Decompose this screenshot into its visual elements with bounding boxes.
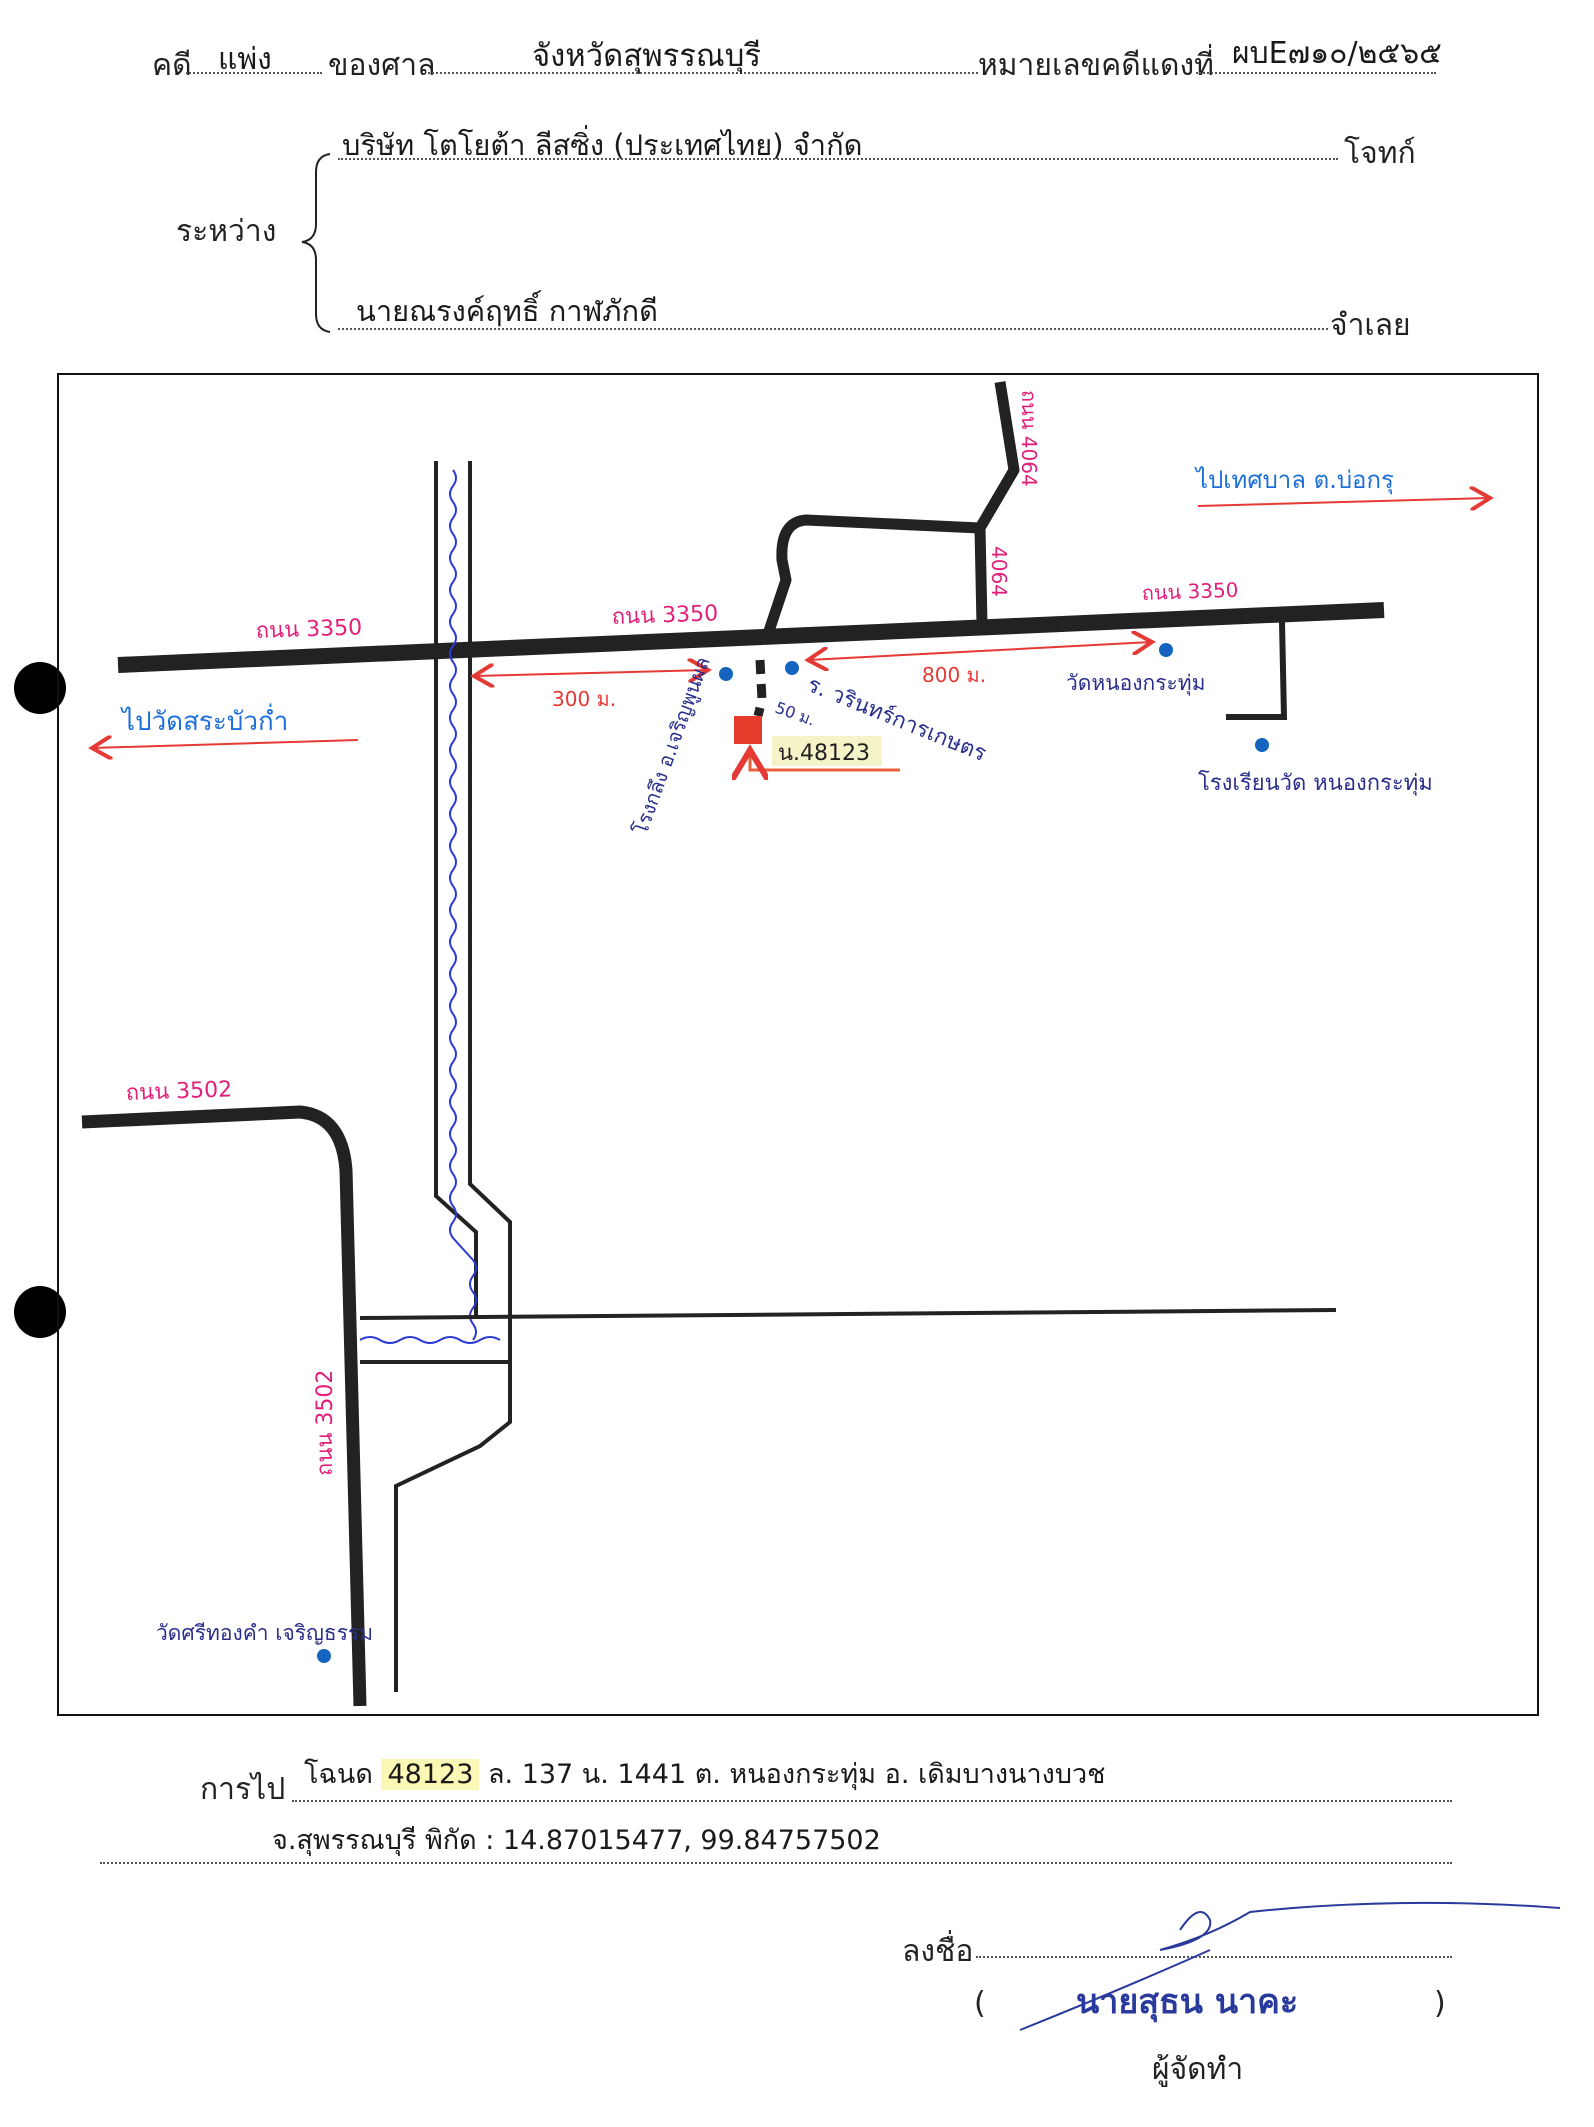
road-3350-center-label: ถนน 3350 <box>611 601 718 630</box>
road-3502-top-label: ถนน 3502 <box>125 1077 232 1106</box>
directions-line-2: จ.สุพรรณบุรี พิกัด : 14.87015477, 99.847… <box>272 1825 881 1856</box>
directions-label: การไป <box>200 1772 286 1807</box>
canal-west-lower <box>392 1360 476 1460</box>
court-name: จังหวัดสุพรรณบุรี <box>532 38 762 74</box>
road-3502 <box>81 1105 367 1707</box>
to-municipality-arrow <box>1197 498 1490 506</box>
crossing-road <box>359 1308 1337 1320</box>
between-label: ระหว่าง <box>176 214 277 249</box>
deed-prefix: โฉนด <box>304 1759 373 1790</box>
road-4064-top-label: ถนน 4064 <box>1017 390 1041 487</box>
directions-dots-1 <box>292 1800 1452 1802</box>
directions-dots-2 <box>100 1862 1452 1864</box>
plaintiff-dots <box>338 158 1338 160</box>
canal-east-bank <box>394 461 512 1692</box>
temple-label: วัดหนองกระทุ่ม <box>1066 671 1205 696</box>
river <box>449 469 477 1341</box>
sign-label: ลงชื่อ <box>902 1934 974 1969</box>
dist-right-arrow <box>808 642 1152 660</box>
road-4064-mid-label: 4064 <box>987 546 1011 597</box>
deed-details: ล. 137 น. 1441 ต. หนองกระทุ่ม อ. เดิมบาง… <box>487 1759 1106 1790</box>
red-number-dots <box>1196 72 1436 74</box>
dist-left-label: 300 ม. <box>552 687 616 711</box>
dist-small-label: 50 ม. <box>773 698 818 730</box>
parcel-label-box <box>772 736 882 766</box>
parcel-pointer <box>750 750 900 770</box>
parcel-label: น.48123 <box>778 741 870 766</box>
case-type-dots <box>186 72 322 74</box>
plaintiff-role: โจทก์ <box>1344 136 1416 171</box>
sign-dots <box>976 1956 1452 1958</box>
shop-left-dot <box>719 667 733 681</box>
dist-right-label: 800 ม. <box>922 663 986 687</box>
party-brace <box>301 153 331 333</box>
sign-open-paren: ( <box>974 1986 986 2021</box>
defendant-name: นายณรงค์ฤทธิ์ กาฬภักดี <box>356 294 658 328</box>
signer-role: ผู้จัดทำ <box>1152 2052 1244 2087</box>
case-label: คดี <box>152 48 192 83</box>
temple-sri-label: วัดศรีทองคำ เจริญธรรม <box>156 1621 373 1645</box>
river-crossing <box>359 1336 501 1344</box>
parcel-marker <box>734 716 762 744</box>
shop-left-label: โรงกลึง อ.เจริญพูนผล <box>628 654 716 839</box>
plaintiff-name: บริษัท โตโยต้า ลีสซิ่ง (ประเทศไทย) จำกัด <box>342 128 863 162</box>
road-3502-side-label: ถนน 3502 <box>313 1370 338 1476</box>
access-path <box>753 659 767 718</box>
to-municipality-label: ไปเทศบาล ต.บ่อกรุ <box>1194 466 1394 495</box>
shop-right-dot <box>785 661 799 675</box>
signature-scribble <box>1019 1901 1561 2031</box>
red-number-label: หมายเลขคดีแดงที่ <box>978 48 1214 83</box>
school-label: โรงเรียนวัด หนองกระทุ่ม <box>1198 770 1433 796</box>
road-4064 <box>974 381 1020 626</box>
directions-line-1: โฉนด 48123 ล. 137 น. 1441 ต. หนองกระทุ่ม… <box>304 1752 1105 1795</box>
deed-number: 48123 <box>381 1759 480 1790</box>
to-temple-arrow <box>92 740 359 748</box>
road-school-branch <box>1226 621 1288 720</box>
red-number-value: ผบE๗๑๐/๒๕๖๕ <box>1232 36 1442 71</box>
sign-close-paren: ) <box>1434 1986 1446 2021</box>
road-3350-right-label: ถนน 3350 <box>1141 578 1238 605</box>
defendant-role: จำเลย <box>1330 308 1411 343</box>
case-type: แพ่ง <box>218 42 272 77</box>
temple-sri-dot <box>317 1649 331 1663</box>
road-3350 <box>117 602 1385 673</box>
dist-left-arrow <box>474 670 708 676</box>
court-label: ของศาล <box>328 48 436 83</box>
defendant-dots <box>338 328 1328 330</box>
road-branch <box>762 514 981 636</box>
road-3350-left-label: ถนน 3350 <box>255 615 362 644</box>
temple-dot <box>1159 643 1173 657</box>
signer-name: นายสุธน นาคะ <box>1076 1982 1299 2022</box>
school-dot <box>1255 738 1269 752</box>
map-frame <box>57 373 1539 1716</box>
to-temple-label: ไปวัดสระบัวก่ำ <box>120 703 288 737</box>
court-name-dots <box>428 72 978 74</box>
